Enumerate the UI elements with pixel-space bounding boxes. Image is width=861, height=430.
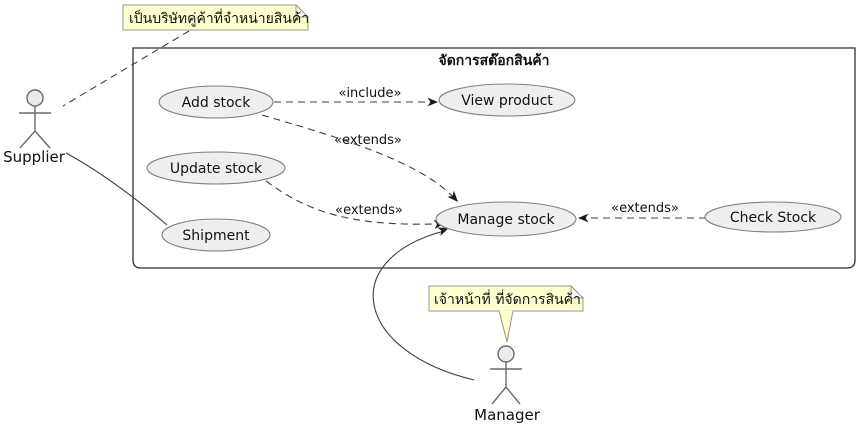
- note-fold-corner-icon: [295, 3, 310, 18]
- note-manager: เจ้าหน้าที่ ที่จัดการสินค้า: [428, 284, 585, 343]
- edge-supplier-note: [62, 30, 190, 107]
- note-supplier: เป็นบริษัทคู่ค้าที่จำหน่ายสินค้า: [122, 3, 310, 31]
- arrowhead-manage-stock-bottom-left: [437, 227, 449, 236]
- note-body: [122, 4, 309, 31]
- use-case-label: View product: [461, 93, 553, 109]
- actor-label: Manager: [474, 406, 541, 424]
- use-case-ellipse: [438, 83, 576, 117]
- edge-supplier-shipment: [65, 152, 168, 226]
- edge-label-extends-update: «extends»: [335, 203, 403, 218]
- use-case-view-product: View product: [438, 83, 576, 117]
- actor-manager: Manager: [474, 345, 541, 424]
- note-body: [428, 285, 584, 312]
- use-case-ellipse: [435, 201, 577, 237]
- edge-label-extends-check: «extends»: [611, 201, 679, 216]
- system-boundary: [132, 47, 856, 269]
- arrowhead-manage-stock-top: [447, 190, 458, 202]
- actor-body-icon: [19, 106, 51, 149]
- use-case-label: Update stock: [170, 161, 263, 177]
- actor-supplier: Supplier: [3, 89, 66, 166]
- arrowhead-manage-stock-right: [578, 213, 589, 223]
- edge-add-stock-manage-stock: [261, 114, 456, 200]
- use-case-ellipse: [158, 85, 274, 119]
- use-case-check-stock: Check Stock: [704, 201, 842, 233]
- arrowhead-view-product: [427, 97, 438, 107]
- use-case-label: Manage stock: [457, 212, 555, 228]
- actor-body-icon: [490, 362, 522, 405]
- use-case-label: Check Stock: [730, 210, 817, 226]
- edge-label-include: «include»: [338, 86, 401, 101]
- edge-label-extends-add: «extends»: [334, 133, 402, 148]
- use-case-label: Add stock: [182, 95, 252, 111]
- use-case-label: Shipment: [182, 228, 250, 244]
- use-case-add-stock: Add stock: [158, 85, 274, 119]
- note-text: เจ้าหน้าที่ ที่จัดการสินค้า: [434, 290, 581, 308]
- use-case-manage-stock: Manage stock: [435, 201, 577, 237]
- note-text: เป็นบริษัทคู่ค้าที่จำหน่ายสินค้า: [129, 9, 309, 27]
- use-case-shipment: Shipment: [161, 218, 271, 252]
- use-case-ellipse: [704, 201, 842, 233]
- note-pointer: [498, 310, 514, 343]
- edge-manager-manage-stock: [372, 230, 475, 381]
- use-case-ellipse: [161, 218, 271, 252]
- note-fold-corner-icon: [570, 284, 585, 299]
- actor-label: Supplier: [3, 148, 66, 166]
- use-case-ellipse: [146, 151, 286, 185]
- system-boundary-title: จัดการสต๊อกสินค้า: [438, 52, 549, 69]
- use-case-update-stock: Update stock: [146, 151, 286, 185]
- actor-head-icon: [26, 89, 44, 107]
- actor-head-icon: [497, 345, 515, 363]
